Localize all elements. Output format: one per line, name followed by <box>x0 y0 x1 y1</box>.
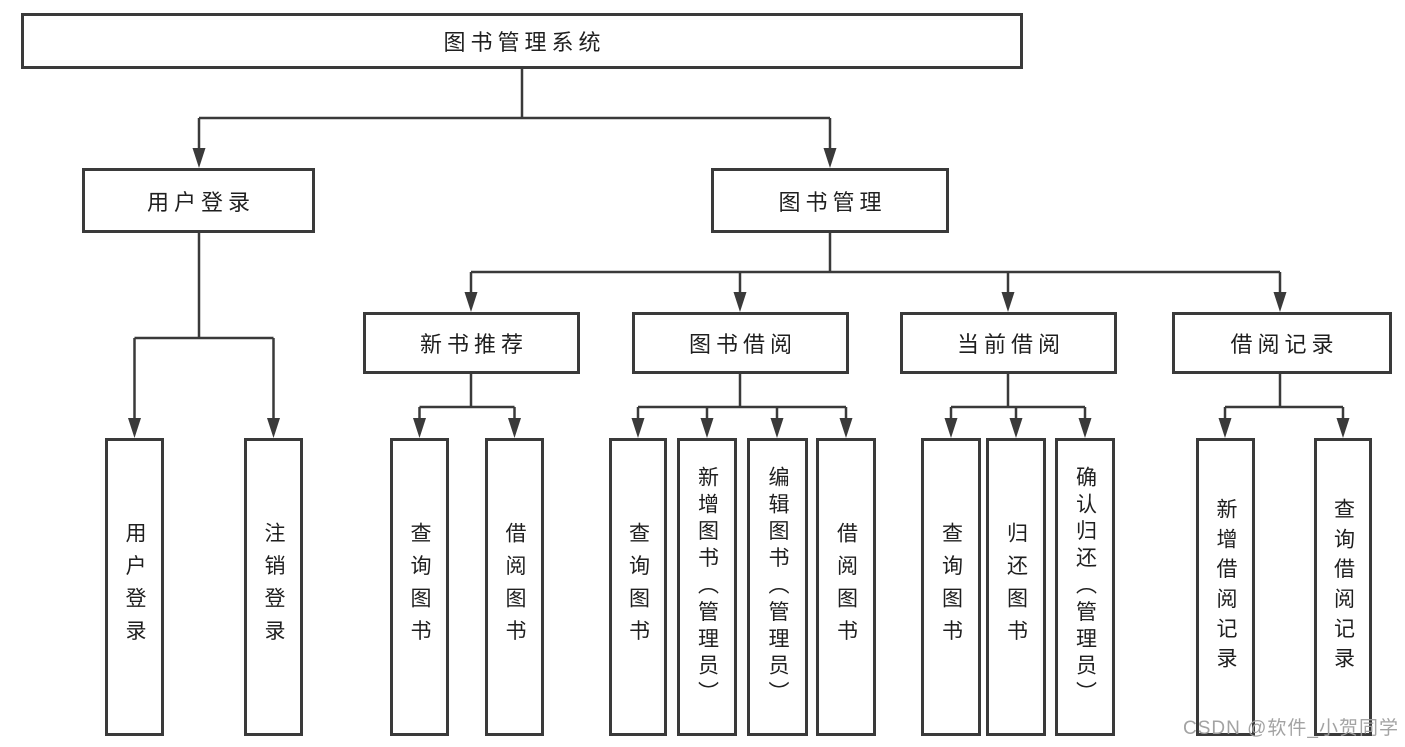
node-borrowing-records-label: 借阅记录 <box>1230 332 1339 357</box>
node-borrowing-records: 借阅记录 <box>1172 312 1392 374</box>
leaf-logout: 注销登录 <box>244 438 303 736</box>
leaf-confirm-return-admin-label: 确认归还（管理员） <box>1073 466 1097 708</box>
node-library-system: 图书管理系统 <box>21 13 1023 69</box>
leaf-add-borrow-record: 新增借阅记录 <box>1196 438 1255 736</box>
node-book-management-label: 图书管理 <box>778 189 887 215</box>
node-book-management: 图书管理 <box>711 168 949 233</box>
leaf-edit-books-admin-label: 编辑图书（管理员） <box>766 466 789 708</box>
leaf-query-borrow-record: 查询借阅记录 <box>1314 438 1372 736</box>
leaf-query-books-recommend-label: 查询图书 <box>408 521 431 653</box>
node-current-borrowing-label: 当前借阅 <box>956 332 1065 357</box>
leaf-query-books-borrowing: 查询图书 <box>609 438 667 736</box>
leaf-user-login: 用户登录 <box>105 438 164 736</box>
leaf-query-books-current: 查询图书 <box>921 438 981 736</box>
leaf-edit-books-admin: 编辑图书（管理员） <box>747 438 808 736</box>
leaf-user-login-label: 用户登录 <box>123 521 146 653</box>
leaf-query-borrow-record-label: 查询借阅记录 <box>1331 497 1355 677</box>
csdn-watermark: CSDN @软件_小贺同学 <box>1183 718 1399 739</box>
leaf-return-books-label: 归还图书 <box>1004 521 1028 653</box>
leaf-add-books-admin-label: 新增图书（管理员） <box>695 466 719 708</box>
leaf-borrow-books-recommend-label: 借阅图书 <box>503 521 526 653</box>
leaf-borrow-books-label: 借阅图书 <box>834 521 858 653</box>
leaf-borrow-books: 借阅图书 <box>816 438 876 736</box>
node-book-borrowing: 图书借阅 <box>632 312 849 374</box>
node-user-login: 用户登录 <box>82 168 315 233</box>
leaf-query-books-current-label: 查询图书 <box>939 521 963 653</box>
leaf-logout-label: 注销登录 <box>262 521 285 653</box>
leaf-query-books-recommend: 查询图书 <box>390 438 449 736</box>
leaf-add-books-admin: 新增图书（管理员） <box>677 438 737 736</box>
node-user-login-label: 用户登录 <box>146 189 255 215</box>
node-book-borrowing-label: 图书借阅 <box>688 332 797 357</box>
leaf-return-books: 归还图书 <box>986 438 1046 736</box>
node-library-system-label: 图书管理系统 <box>443 30 606 55</box>
leaf-confirm-return-admin: 确认归还（管理员） <box>1055 438 1115 736</box>
leaf-query-books-borrowing-label: 查询图书 <box>626 521 650 653</box>
leaf-borrow-books-recommend: 借阅图书 <box>485 438 544 736</box>
leaf-add-borrow-record-label: 新增借阅记录 <box>1214 497 1237 677</box>
node-new-book-recommend-label: 新书推荐 <box>419 332 528 357</box>
node-new-book-recommend: 新书推荐 <box>363 312 580 374</box>
node-current-borrowing: 当前借阅 <box>900 312 1117 374</box>
